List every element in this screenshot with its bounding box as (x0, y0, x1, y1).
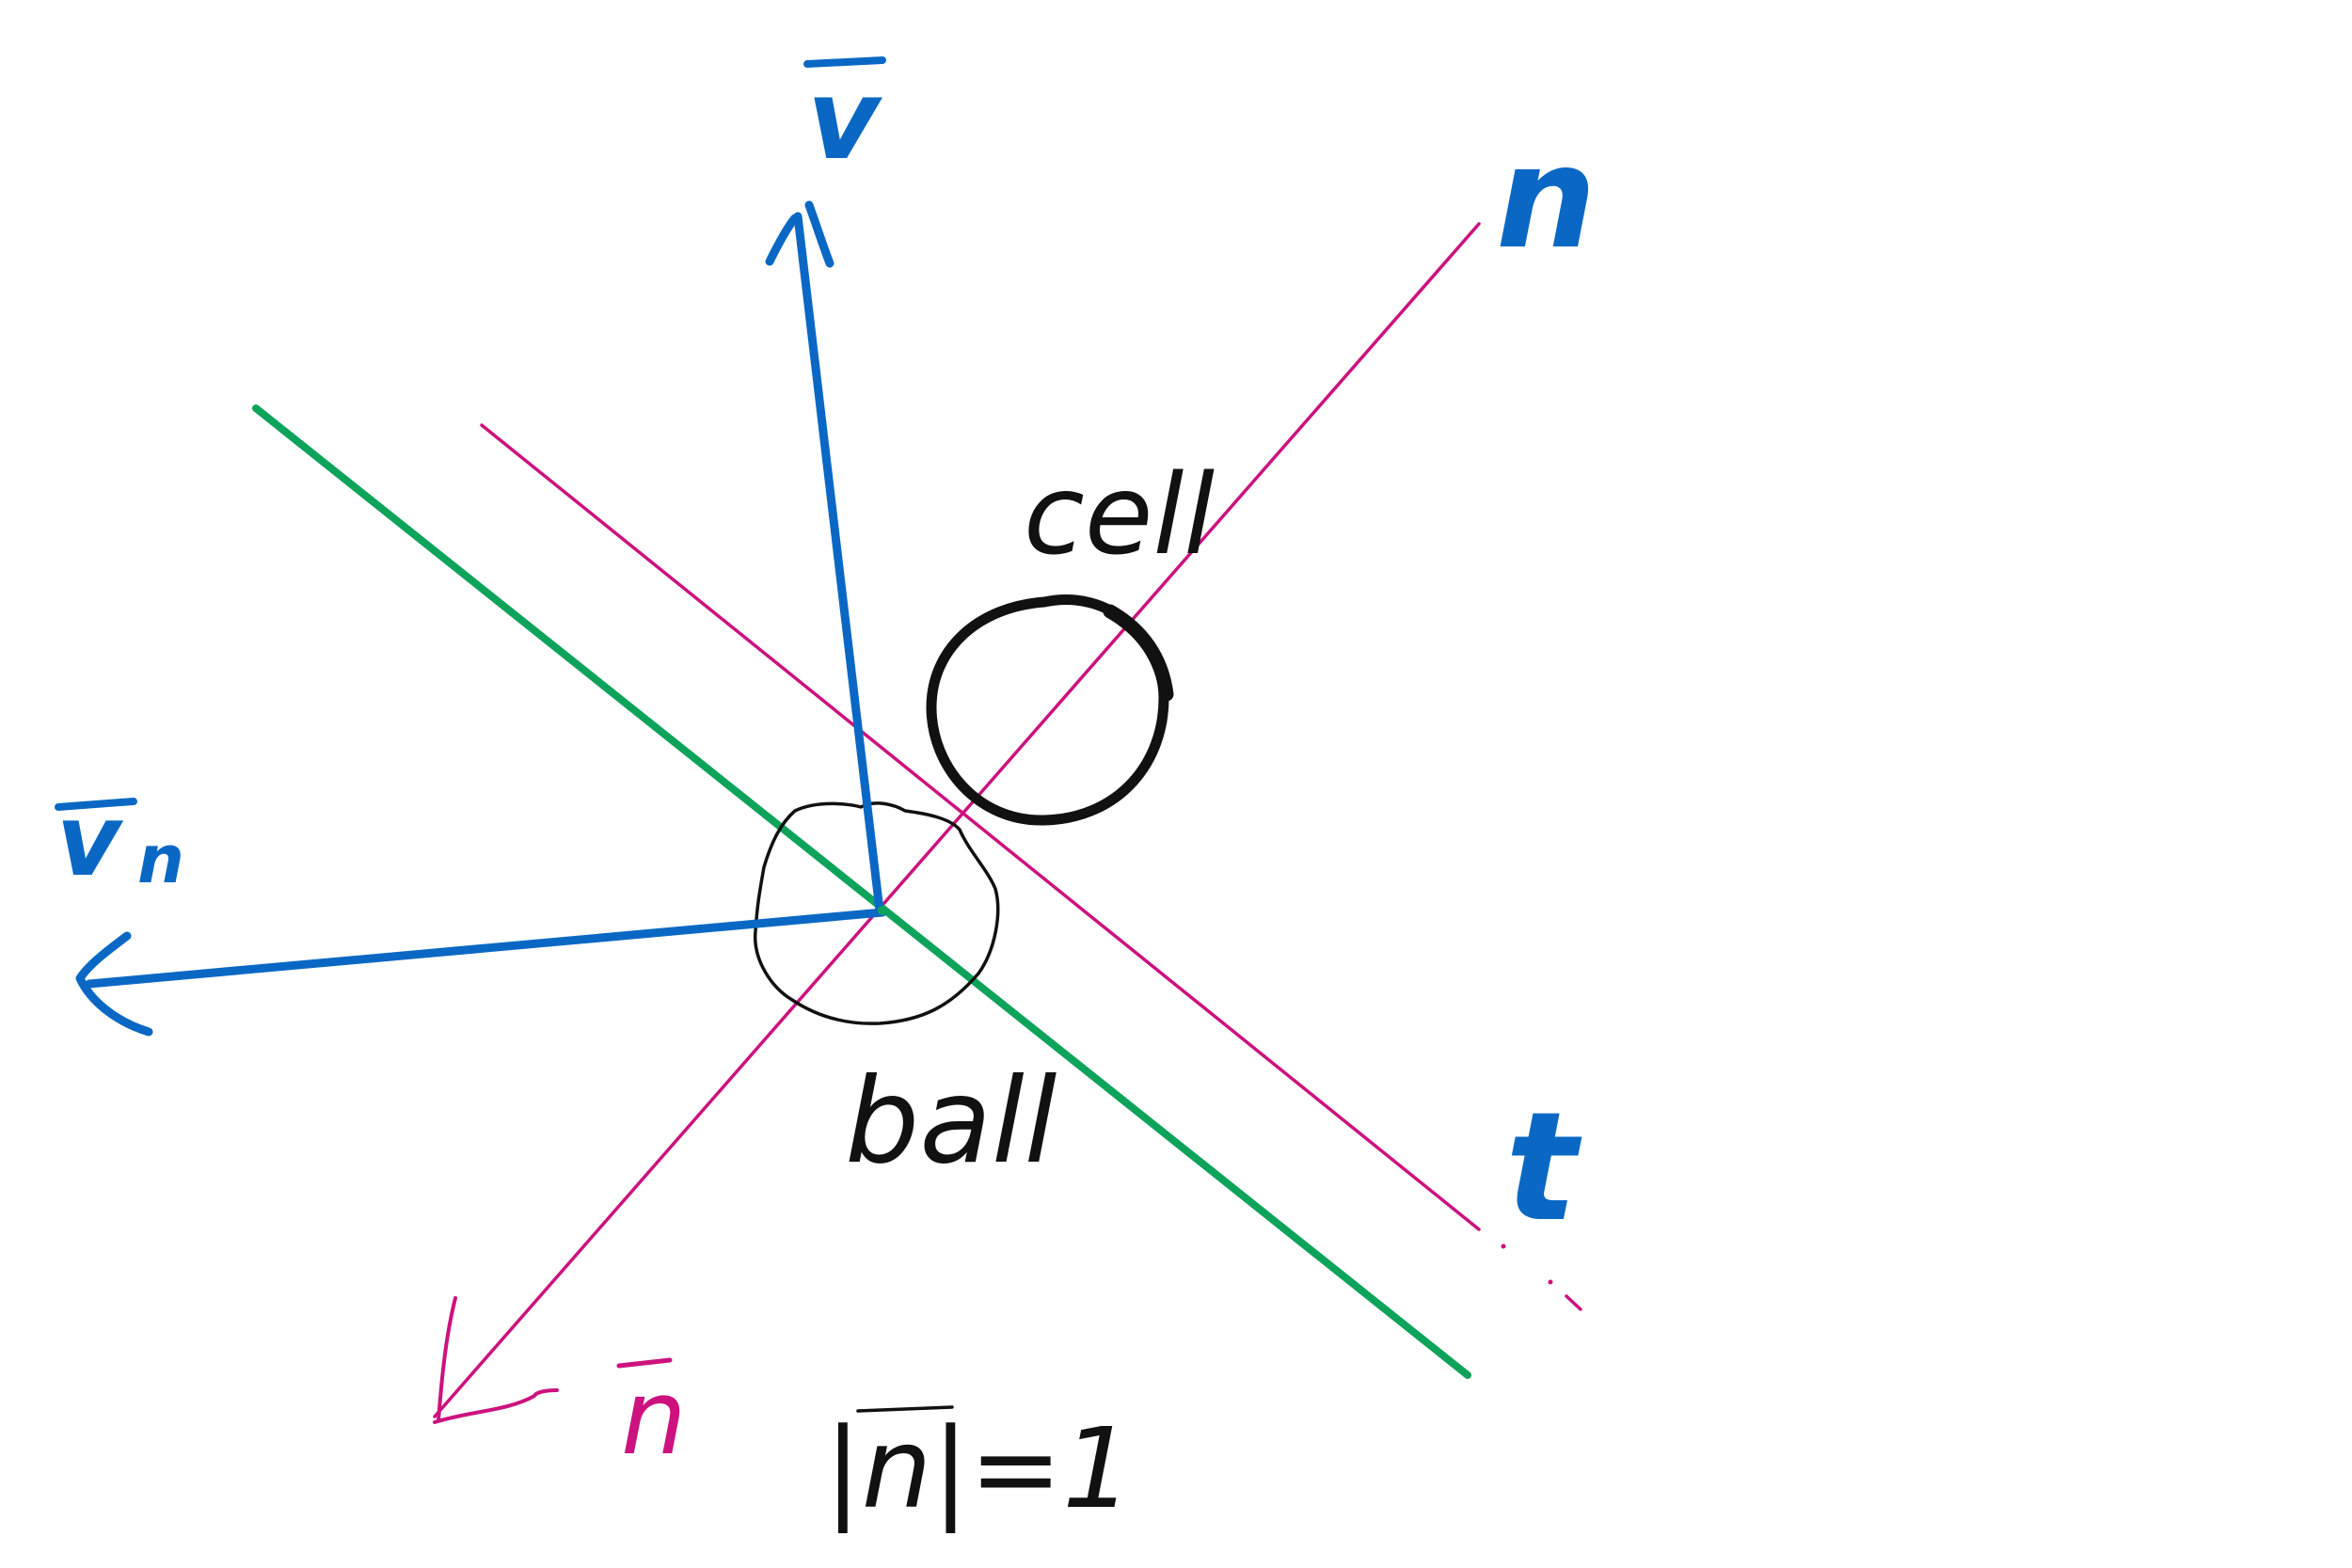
velocity-vector-vn (85, 908, 887, 989)
velocity-vn-arrowhead (75, 931, 153, 1037)
label-vn-subscript: n (137, 821, 184, 898)
label-v-text: v (807, 55, 883, 184)
velocity-v-arrowhead (765, 200, 834, 268)
label-vn-text: v (56, 784, 124, 898)
norm-equation-text: |n|=1 (824, 1403, 1133, 1533)
label-n-unit-text: n (621, 1357, 687, 1478)
label-cell: cell (1024, 450, 1215, 579)
ball-center (878, 906, 887, 915)
label-vn: v n (55, 784, 184, 898)
tangent-axis-line (480, 423, 1481, 1231)
label-n-unit-bar (616, 1357, 673, 1369)
tangent-line (252, 404, 1471, 1379)
label-t-axis: t (1505, 1079, 1582, 1255)
velocity-vector-v (793, 212, 884, 915)
cell-circle-tail (1103, 604, 1174, 702)
ball-outline (754, 801, 1000, 1025)
label-n-unit: n (616, 1357, 687, 1478)
normal-axis-line (433, 222, 1481, 1418)
norm-equation: |n|=1 (824, 1403, 1133, 1533)
label-vn-bar (55, 798, 137, 811)
unit-normal-arrowhead (433, 1296, 559, 1424)
label-ball: ball (845, 1053, 1057, 1190)
norm-equation-bar (856, 1405, 954, 1413)
tangent-axis-dots (1501, 1243, 1582, 1311)
label-n-axis: n (1496, 117, 1597, 280)
label-v: v (803, 55, 886, 184)
label-v-bar (803, 56, 886, 68)
